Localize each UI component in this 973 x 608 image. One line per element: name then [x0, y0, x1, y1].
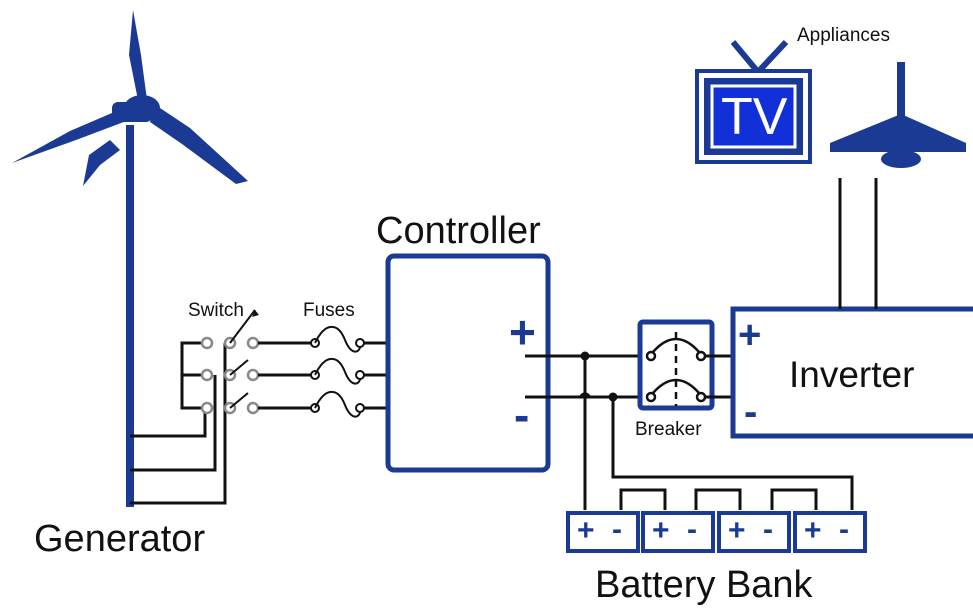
- turbine-nacelle: [112, 102, 152, 122]
- controller-label: Controller: [376, 210, 541, 252]
- wind-turbine-icon: [12, 10, 248, 507]
- battery-cell-3: [717, 511, 791, 553]
- inverter-plus-symbol: +: [738, 313, 762, 357]
- fuses-icon: [310, 325, 365, 418]
- fuses-label: Fuses: [303, 300, 355, 321]
- tv-screen-text: TV: [721, 88, 788, 146]
- turbine-tail-fin: [83, 140, 120, 186]
- battery-cell-2: [641, 511, 715, 553]
- inverter-appliance-wires: [838, 178, 878, 309]
- lamp-icon: [830, 62, 966, 168]
- controller-plus-symbol: +: [509, 306, 536, 358]
- battery-cell-4: [793, 511, 867, 553]
- breaker-label: Breaker: [635, 419, 702, 440]
- turbine-blade-left: [12, 104, 137, 163]
- battery-bank-icon: [566, 511, 867, 553]
- generator-label: Generator: [34, 518, 206, 560]
- battery-cell-4-plus: +: [804, 514, 822, 547]
- inverter-minus-symbol: -: [744, 390, 758, 434]
- inverter-box: [730, 306, 973, 439]
- battery-cell-4-minus: -: [839, 513, 849, 546]
- switch-icon: [180, 309, 260, 415]
- battery-cell-1: [566, 511, 640, 553]
- battery-cell-2-minus: -: [687, 513, 697, 546]
- controller-minus-symbol: -: [514, 389, 530, 441]
- switch-label: Switch: [188, 300, 244, 321]
- battery-cell-1-plus: +: [577, 514, 595, 547]
- tv-icon: [695, 39, 812, 164]
- appliances-label: Appliances: [797, 25, 890, 46]
- battery-bus-wires: [578, 351, 854, 510]
- battery-cell-1-minus: -: [612, 513, 622, 546]
- breaker-icon: [637, 319, 715, 411]
- generator-wires: [130, 343, 227, 505]
- inverter-label: Inverter: [789, 354, 915, 395]
- switch-fuse-wires: [258, 341, 312, 410]
- battery-bank-label: Battery Bank: [595, 564, 813, 606]
- battery-cell-3-plus: +: [728, 514, 746, 547]
- controller-box: [385, 253, 551, 473]
- turbine-blade-right: [150, 104, 248, 184]
- turbine-blade-up: [129, 10, 147, 100]
- turbine-tower: [126, 125, 134, 507]
- battery-cell-3-minus: -: [763, 513, 773, 546]
- battery-cell-2-plus: +: [652, 514, 670, 547]
